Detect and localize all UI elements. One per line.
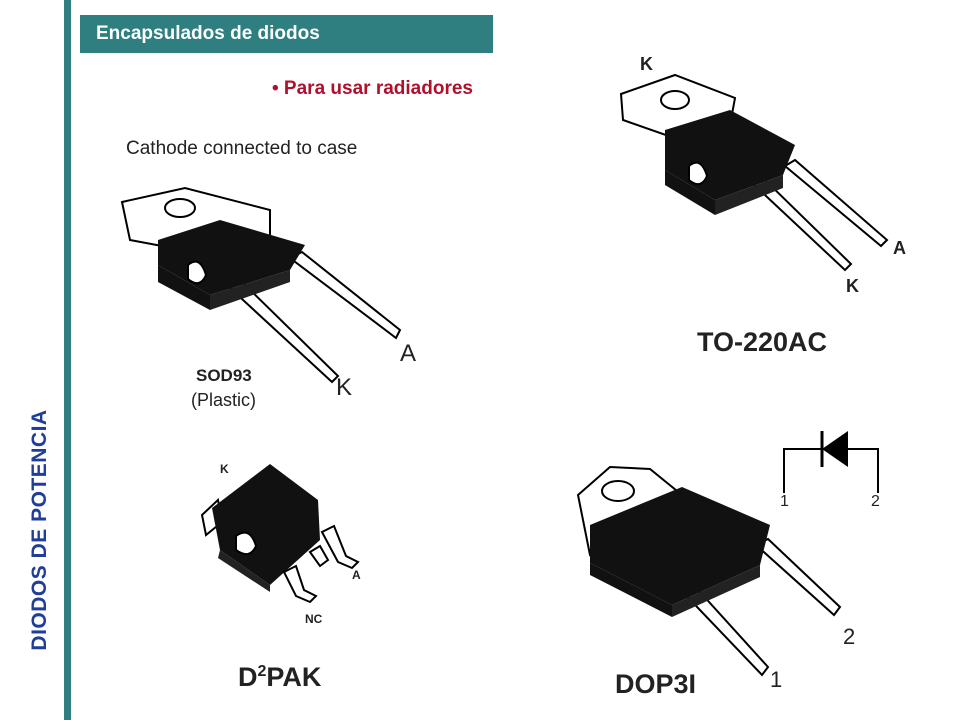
sod93-package-drawing: [120, 186, 402, 384]
d2pak-name: D2PAK: [238, 662, 321, 693]
d2pak-package-drawing: [200, 464, 360, 604]
d2pak-pin-a: A: [352, 568, 361, 582]
dop3i-pin-1: 1: [770, 667, 783, 692]
to220-pin-k: K: [846, 276, 859, 296]
dop3i-name: DOP3I: [615, 669, 697, 699]
to220-pin-k-top: K: [640, 54, 653, 74]
d2pak-pin-k: K: [220, 462, 229, 476]
sod93-caption: Cathode connected to case: [126, 138, 358, 159]
d2pak-name-suffix: PAK: [266, 662, 322, 692]
bullet-text: • Para usar radiadores: [272, 78, 473, 99]
sod93-name: SOD93: [196, 366, 252, 385]
sidebar-title: DIODOS DE POTENCIA: [28, 409, 51, 651]
to220-package-drawing: [619, 73, 889, 272]
page-title: Encapsulados de diodos: [80, 15, 493, 53]
d2pak-pin-nc: NC: [305, 612, 323, 626]
sidebar-accent-bar: [64, 0, 71, 720]
diode-symbol-icon: [783, 431, 879, 493]
symbol-pin-2: 2: [871, 493, 880, 510]
sod93-pin-k: K: [336, 374, 353, 401]
to220-name: TO-220AC: [697, 327, 828, 357]
sod93-material: (Plastic): [191, 390, 257, 410]
sod93-pin-a: A: [400, 340, 417, 367]
dop3i-pin-2: 2: [843, 624, 856, 649]
symbol-pin-1: 1: [780, 493, 789, 510]
dop3i-package-drawing: [576, 465, 842, 677]
d2pak-name-superscript: 2: [257, 663, 267, 680]
to220-pin-a: A: [893, 238, 906, 258]
d2pak-name-prefix: D: [238, 662, 258, 692]
